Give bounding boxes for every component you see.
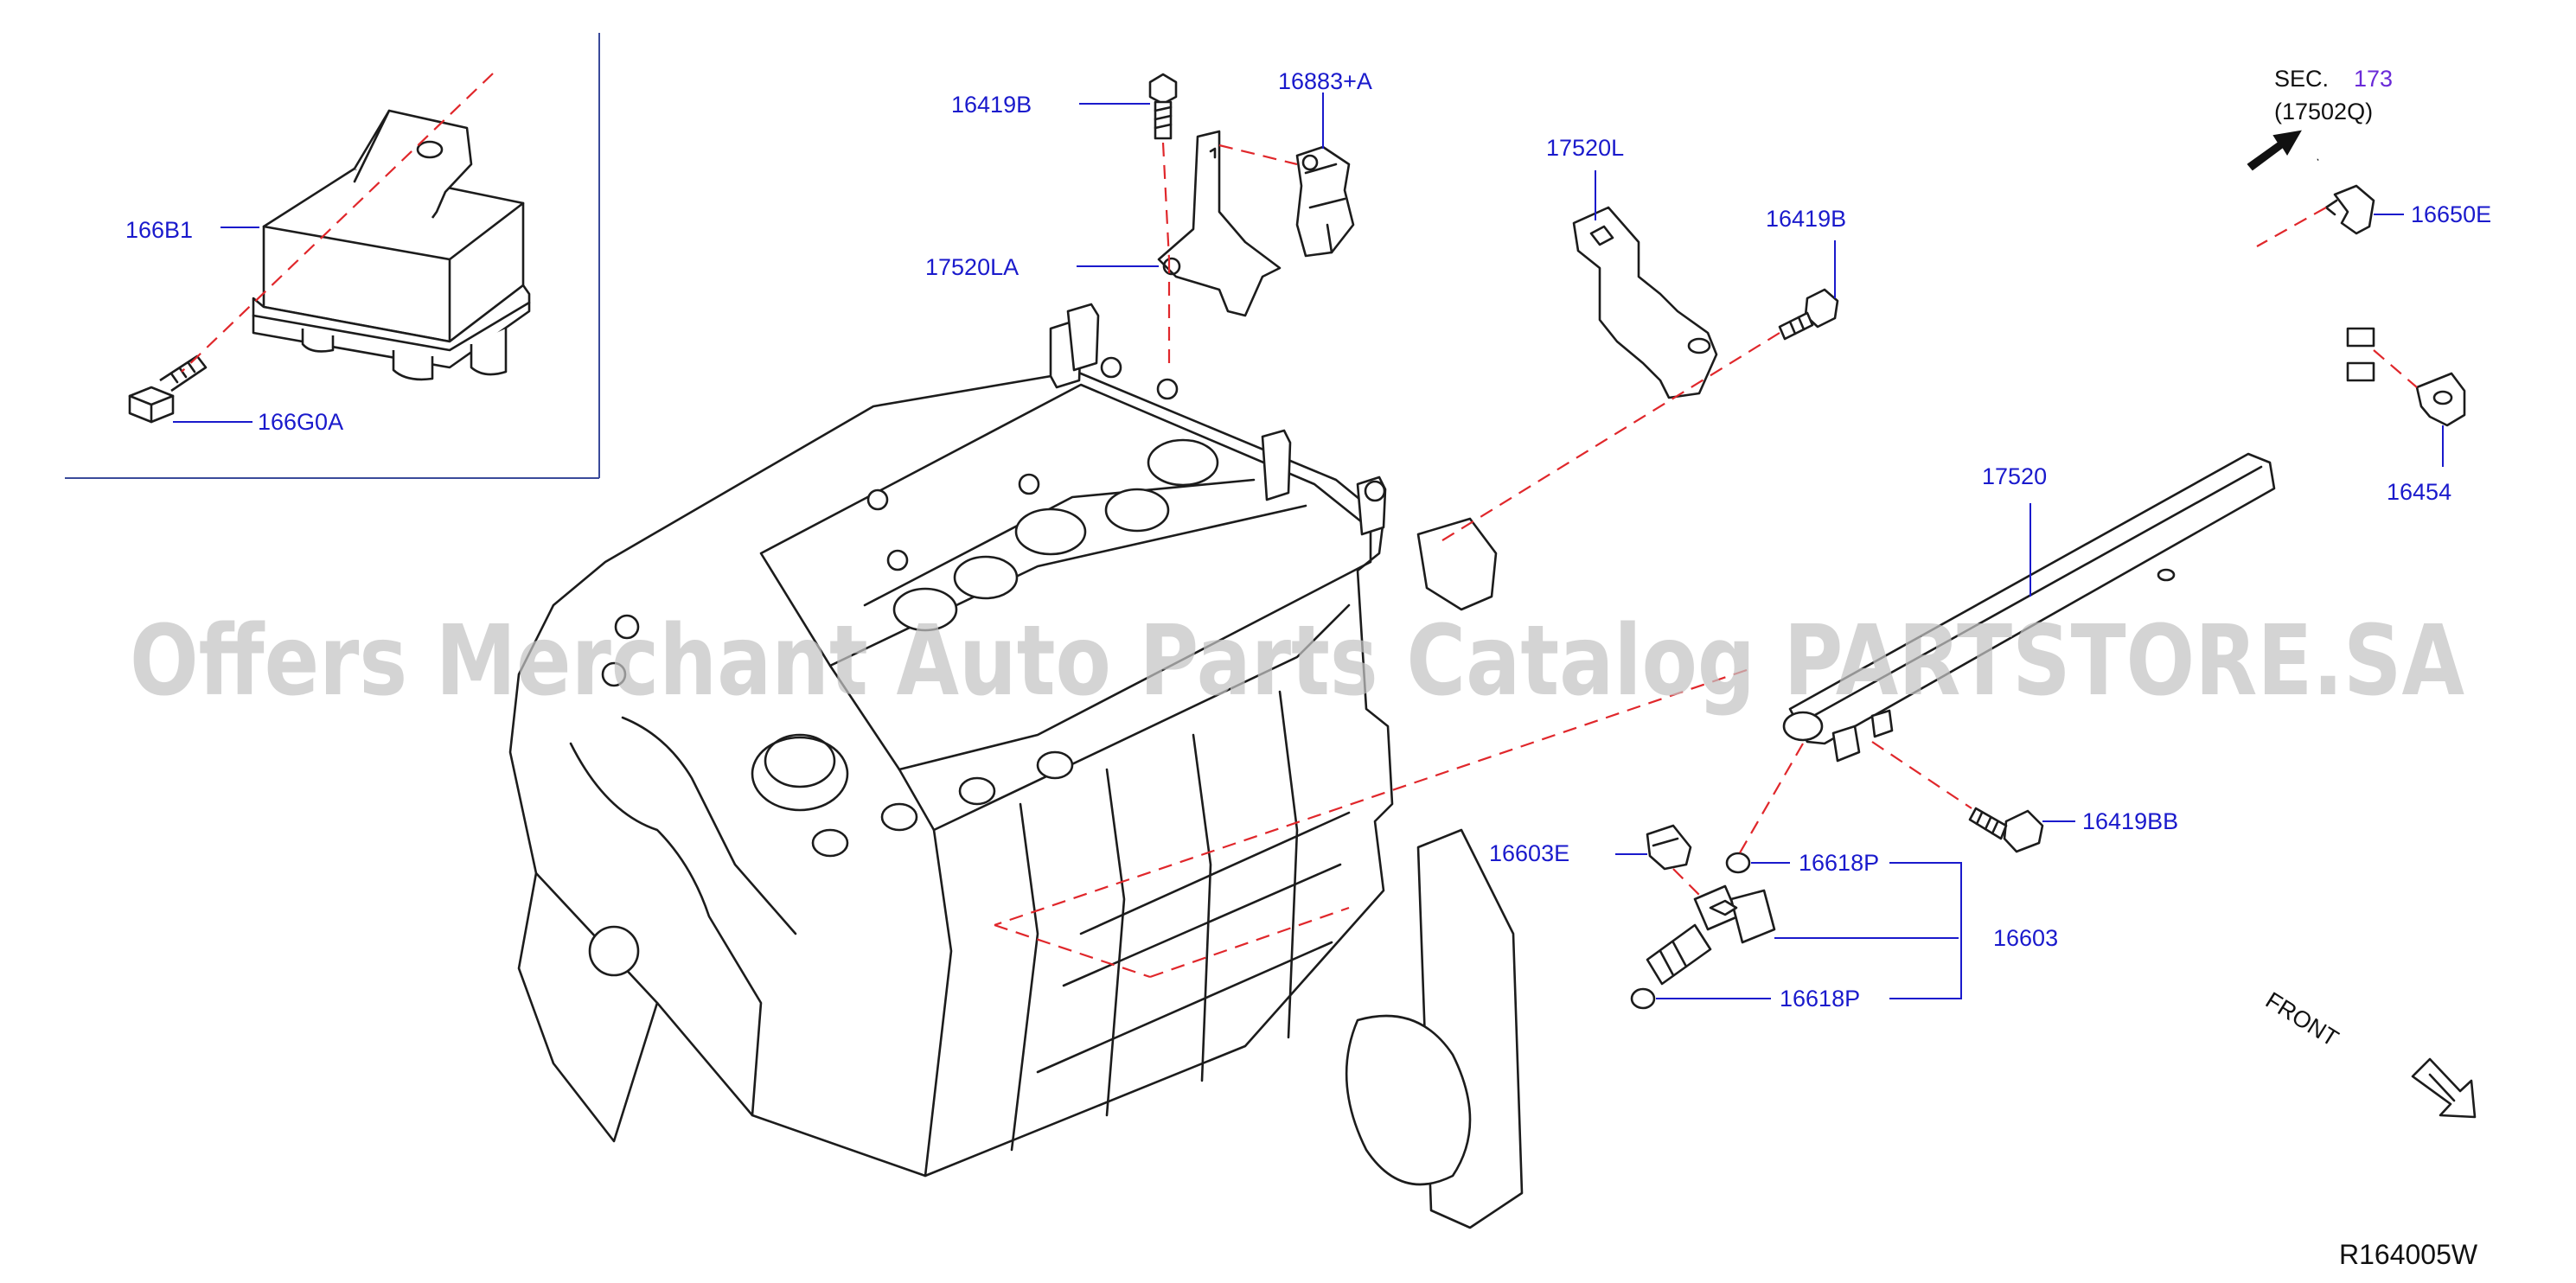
o-ring-16618p-bottom[interactable] [1630,987,1656,1010]
label-17520la: 17520LA [925,254,1019,280]
centerlines [181,73,2418,979]
bolt-16419b-mid[interactable] [1778,288,1839,341]
bolt-16419bb[interactable] [1968,807,2044,853]
label-16618p-top: 16618P [1799,850,1879,876]
label-166g0a: 166G0A [258,409,343,435]
label-16419b-top: 16419B [951,92,1032,118]
bolt-16419b-top[interactable] [1148,73,1178,140]
o-ring-16618p-top[interactable] [1725,852,1751,874]
watermark: Offers Merchant Auto Parts Catalog PARTS… [130,605,2464,718]
label-16618p-bottom: 16618P [1780,986,1860,1012]
front-label: FRONT [2261,987,2343,1052]
label-17520: 17520 [1982,463,2047,489]
section-number: 173 [2354,66,2393,92]
label-16419bb: 16419BB [2082,808,2178,834]
label-16419b-mid: 16419B [1766,206,1846,232]
bolt-166g0a[interactable] [128,354,208,424]
label-16650e: 16650E [2411,201,2491,227]
label-16603e: 16603E [1489,840,1569,866]
section-part: (17502Q) [2274,99,2373,124]
fuel-rail-17520[interactable] [1782,452,2276,763]
label-166b1: 166B1 [125,217,193,243]
section-ref: SEC. 173 (17502Q) [2274,66,2393,124]
clip-16650e[interactable] [2324,184,2375,235]
inset-frame [65,33,600,479]
label-16603: 16603 [1993,925,2058,951]
label-17520l: 17520L [1546,135,1624,161]
label-16883a: 16883+A [1278,68,1372,94]
callout-labels: 166B1 166G0A 16419B 16883+A 17520LA 1752… [125,68,2491,1012]
leader-lines [173,93,2444,999]
bracket-17520la[interactable] [1157,130,1282,317]
clip-16603e[interactable] [1646,824,1692,871]
fuel-feed-tube[interactable] [2252,158,2375,495]
connector-16883a[interactable] [1295,145,1355,258]
section-ref-arrow [2247,130,2302,171]
front-direction-arrow [2411,1057,2477,1119]
retainer-16454[interactable] [2415,372,2466,427]
label-16454: 16454 [2387,479,2451,505]
engine-block [508,303,1524,1229]
reference-code: R164005W [2339,1239,2478,1270]
bracket-17520l[interactable] [1572,206,1718,399]
section-prefix: SEC. [2274,66,2329,92]
relay-module-166b1[interactable] [252,109,531,381]
injector-16603[interactable] [1646,884,1776,986]
